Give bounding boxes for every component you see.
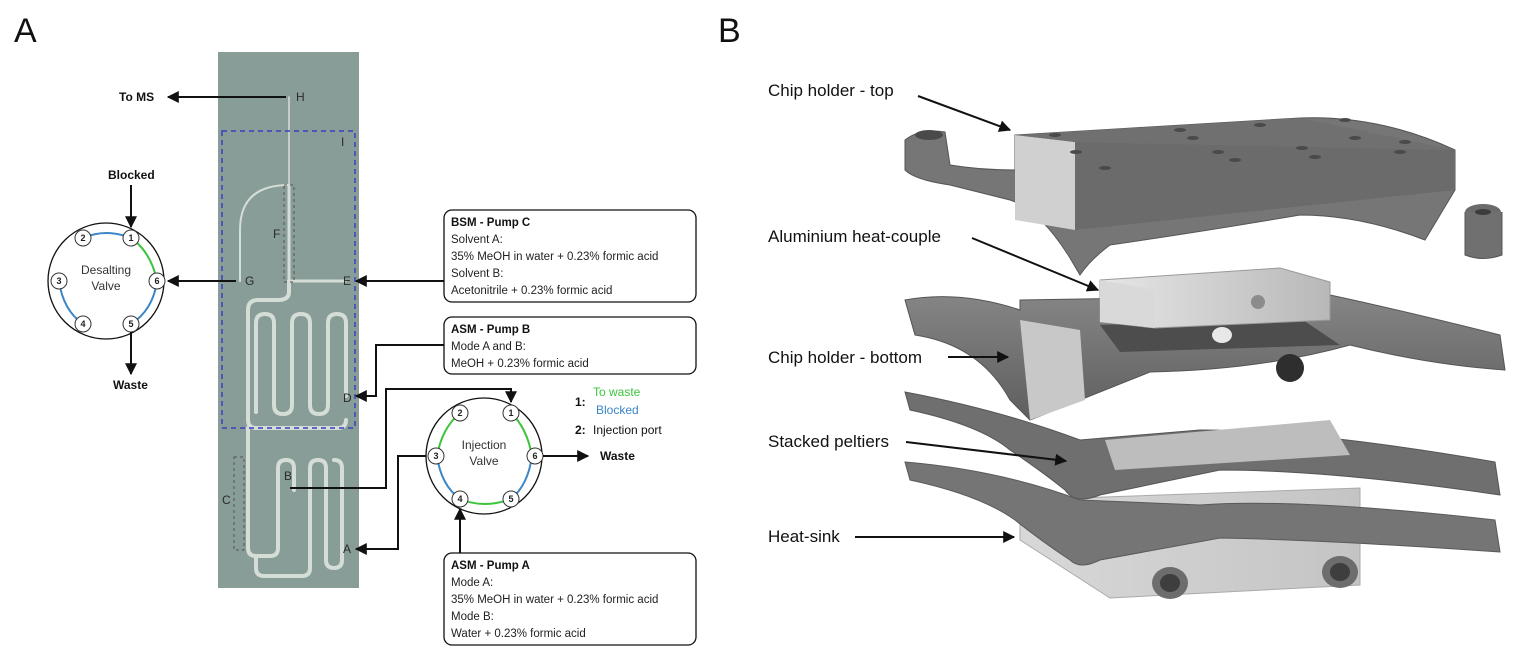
legend-injection-port: Injection port <box>593 423 662 437</box>
injection-waste-label: Waste <box>600 449 635 463</box>
valve-legend: 1: To waste Blocked 2: Injection port <box>575 385 662 437</box>
asm-a-line: Mode B: <box>451 611 494 623</box>
desalting-waste-label: Waste <box>113 378 148 392</box>
injection-port-2: 2 <box>451 404 469 422</box>
chip-label-d: D <box>343 391 352 405</box>
peltier-plate-lower <box>904 461 1501 566</box>
panel-b: B <box>718 12 1506 599</box>
asm-a-line: 35% MeOH in water + 0.23% formic acid <box>451 594 658 606</box>
injection-port-1: 1 <box>502 404 520 422</box>
chip-label-b: B <box>284 469 292 483</box>
legend-key-2: 2: <box>575 423 586 437</box>
asm-b-line: MeOH + 0.23% formic acid <box>451 358 589 370</box>
chip-label-f: F <box>273 227 280 241</box>
b-to-injection-arrow <box>290 388 517 489</box>
to-ms-label: To MS <box>119 90 154 104</box>
callout-aluminium-heat-couple-arrow <box>971 237 1100 292</box>
injection-valve-name-2: Valve <box>469 454 498 468</box>
asm-pump-b-box: ASM - Pump B Mode A and B: MeOH + 0.23% … <box>443 316 697 375</box>
region-c-dashed-box <box>233 456 245 551</box>
callout-stacked-peltiers-arrow <box>905 441 1068 466</box>
injection-port-3: 3 <box>427 447 445 465</box>
desalting-port-4: 4 <box>74 315 92 333</box>
svg-text:4: 4 <box>80 319 85 329</box>
blocked-label: Blocked <box>108 168 155 182</box>
legend-to-waste: To waste <box>593 385 641 399</box>
svg-text:1: 1 <box>128 233 133 243</box>
asm-pump-b-title: ASM - Pump B <box>451 324 530 336</box>
asm-a-line: Mode A: <box>451 577 493 589</box>
chip-holder-top-render <box>904 117 1503 276</box>
asm-b-to-d-arrow <box>354 344 444 402</box>
legend-blocked: Blocked <box>596 403 639 417</box>
svg-text:4: 4 <box>457 494 462 504</box>
desalting-port-5: 5 <box>122 315 140 333</box>
svg-text:6: 6 <box>154 276 159 286</box>
desalting-port-6: 6 <box>148 272 166 290</box>
panel-a-letter: A <box>14 12 37 50</box>
desalting-valve: 1 2 3 4 5 6 Desalting Valve <box>47 222 166 340</box>
chip-label-i: I <box>341 135 344 149</box>
desalting-port-3: 3 <box>50 272 68 290</box>
svg-text:3: 3 <box>433 451 438 461</box>
asm-a-line: Water + 0.23% formic acid <box>451 628 586 640</box>
callout-stacked-peltiers: Stacked peltiers <box>768 432 889 451</box>
peltier-plate-upper <box>904 391 1501 500</box>
injection-valve: 1 2 3 4 5 6 Injection Valve <box>425 397 544 515</box>
asm-pump-a-title: ASM - Pump A <box>451 560 530 572</box>
panel-a: A H I F G E D <box>14 12 697 646</box>
panel-b-letter: B <box>718 12 741 50</box>
chip-label-c: C <box>222 493 231 507</box>
callout-heat-sink: Heat-sink <box>768 527 840 546</box>
chip-label-h: H <box>296 90 305 104</box>
bsm-line: Acetonitrile + 0.23% formic acid <box>451 285 612 297</box>
svg-text:6: 6 <box>532 451 537 461</box>
callout-chip-holder-bottom: Chip holder - bottom <box>768 348 922 367</box>
desalting-valve-name-1: Desalting <box>81 263 131 277</box>
bsm-pump-c-box: BSM - Pump C Solvent A: 35% MeOH in wate… <box>443 209 697 303</box>
aluminium-heat-couple-render <box>1099 267 1331 343</box>
chip-label-g: G <box>245 274 254 288</box>
callout-chip-holder-top: Chip holder - top <box>768 81 894 100</box>
injection-port-4: 4 <box>451 490 469 508</box>
bsm-line: 35% MeOH in water + 0.23% formic acid <box>451 251 658 263</box>
chip-label-e: E <box>343 274 351 288</box>
chip-label-a: A <box>343 542 351 556</box>
legend-key-1: 1: <box>575 395 586 409</box>
asm-pump-a-box: ASM - Pump A Mode A: 35% MeOH in water +… <box>443 552 697 646</box>
svg-text:2: 2 <box>80 233 85 243</box>
asm-b-line: Mode A and B: <box>451 341 526 353</box>
bsm-pump-c-title: BSM - Pump C <box>451 217 530 229</box>
bsm-line: Solvent A: <box>451 234 503 246</box>
svg-text:2: 2 <box>457 408 462 418</box>
chip-channels <box>239 96 348 578</box>
desalting-port-1: 1 <box>122 229 140 247</box>
svg-text:5: 5 <box>128 319 133 329</box>
svg-text:5: 5 <box>508 494 513 504</box>
svg-text:3: 3 <box>56 276 61 286</box>
injection-port-5: 5 <box>502 490 520 508</box>
desalting-valve-name-2: Valve <box>91 279 120 293</box>
injection-port-6: 6 <box>526 447 544 465</box>
callout-chip-holder-top-arrow <box>917 95 1012 132</box>
desalting-port-2: 2 <box>74 229 92 247</box>
bsm-line: Solvent B: <box>451 268 503 280</box>
injection-to-a-arrow <box>354 455 427 555</box>
svg-text:1: 1 <box>508 408 513 418</box>
injection-valve-name-1: Injection <box>462 438 507 452</box>
callout-aluminium-heat-couple: Aluminium heat-couple <box>768 227 941 246</box>
